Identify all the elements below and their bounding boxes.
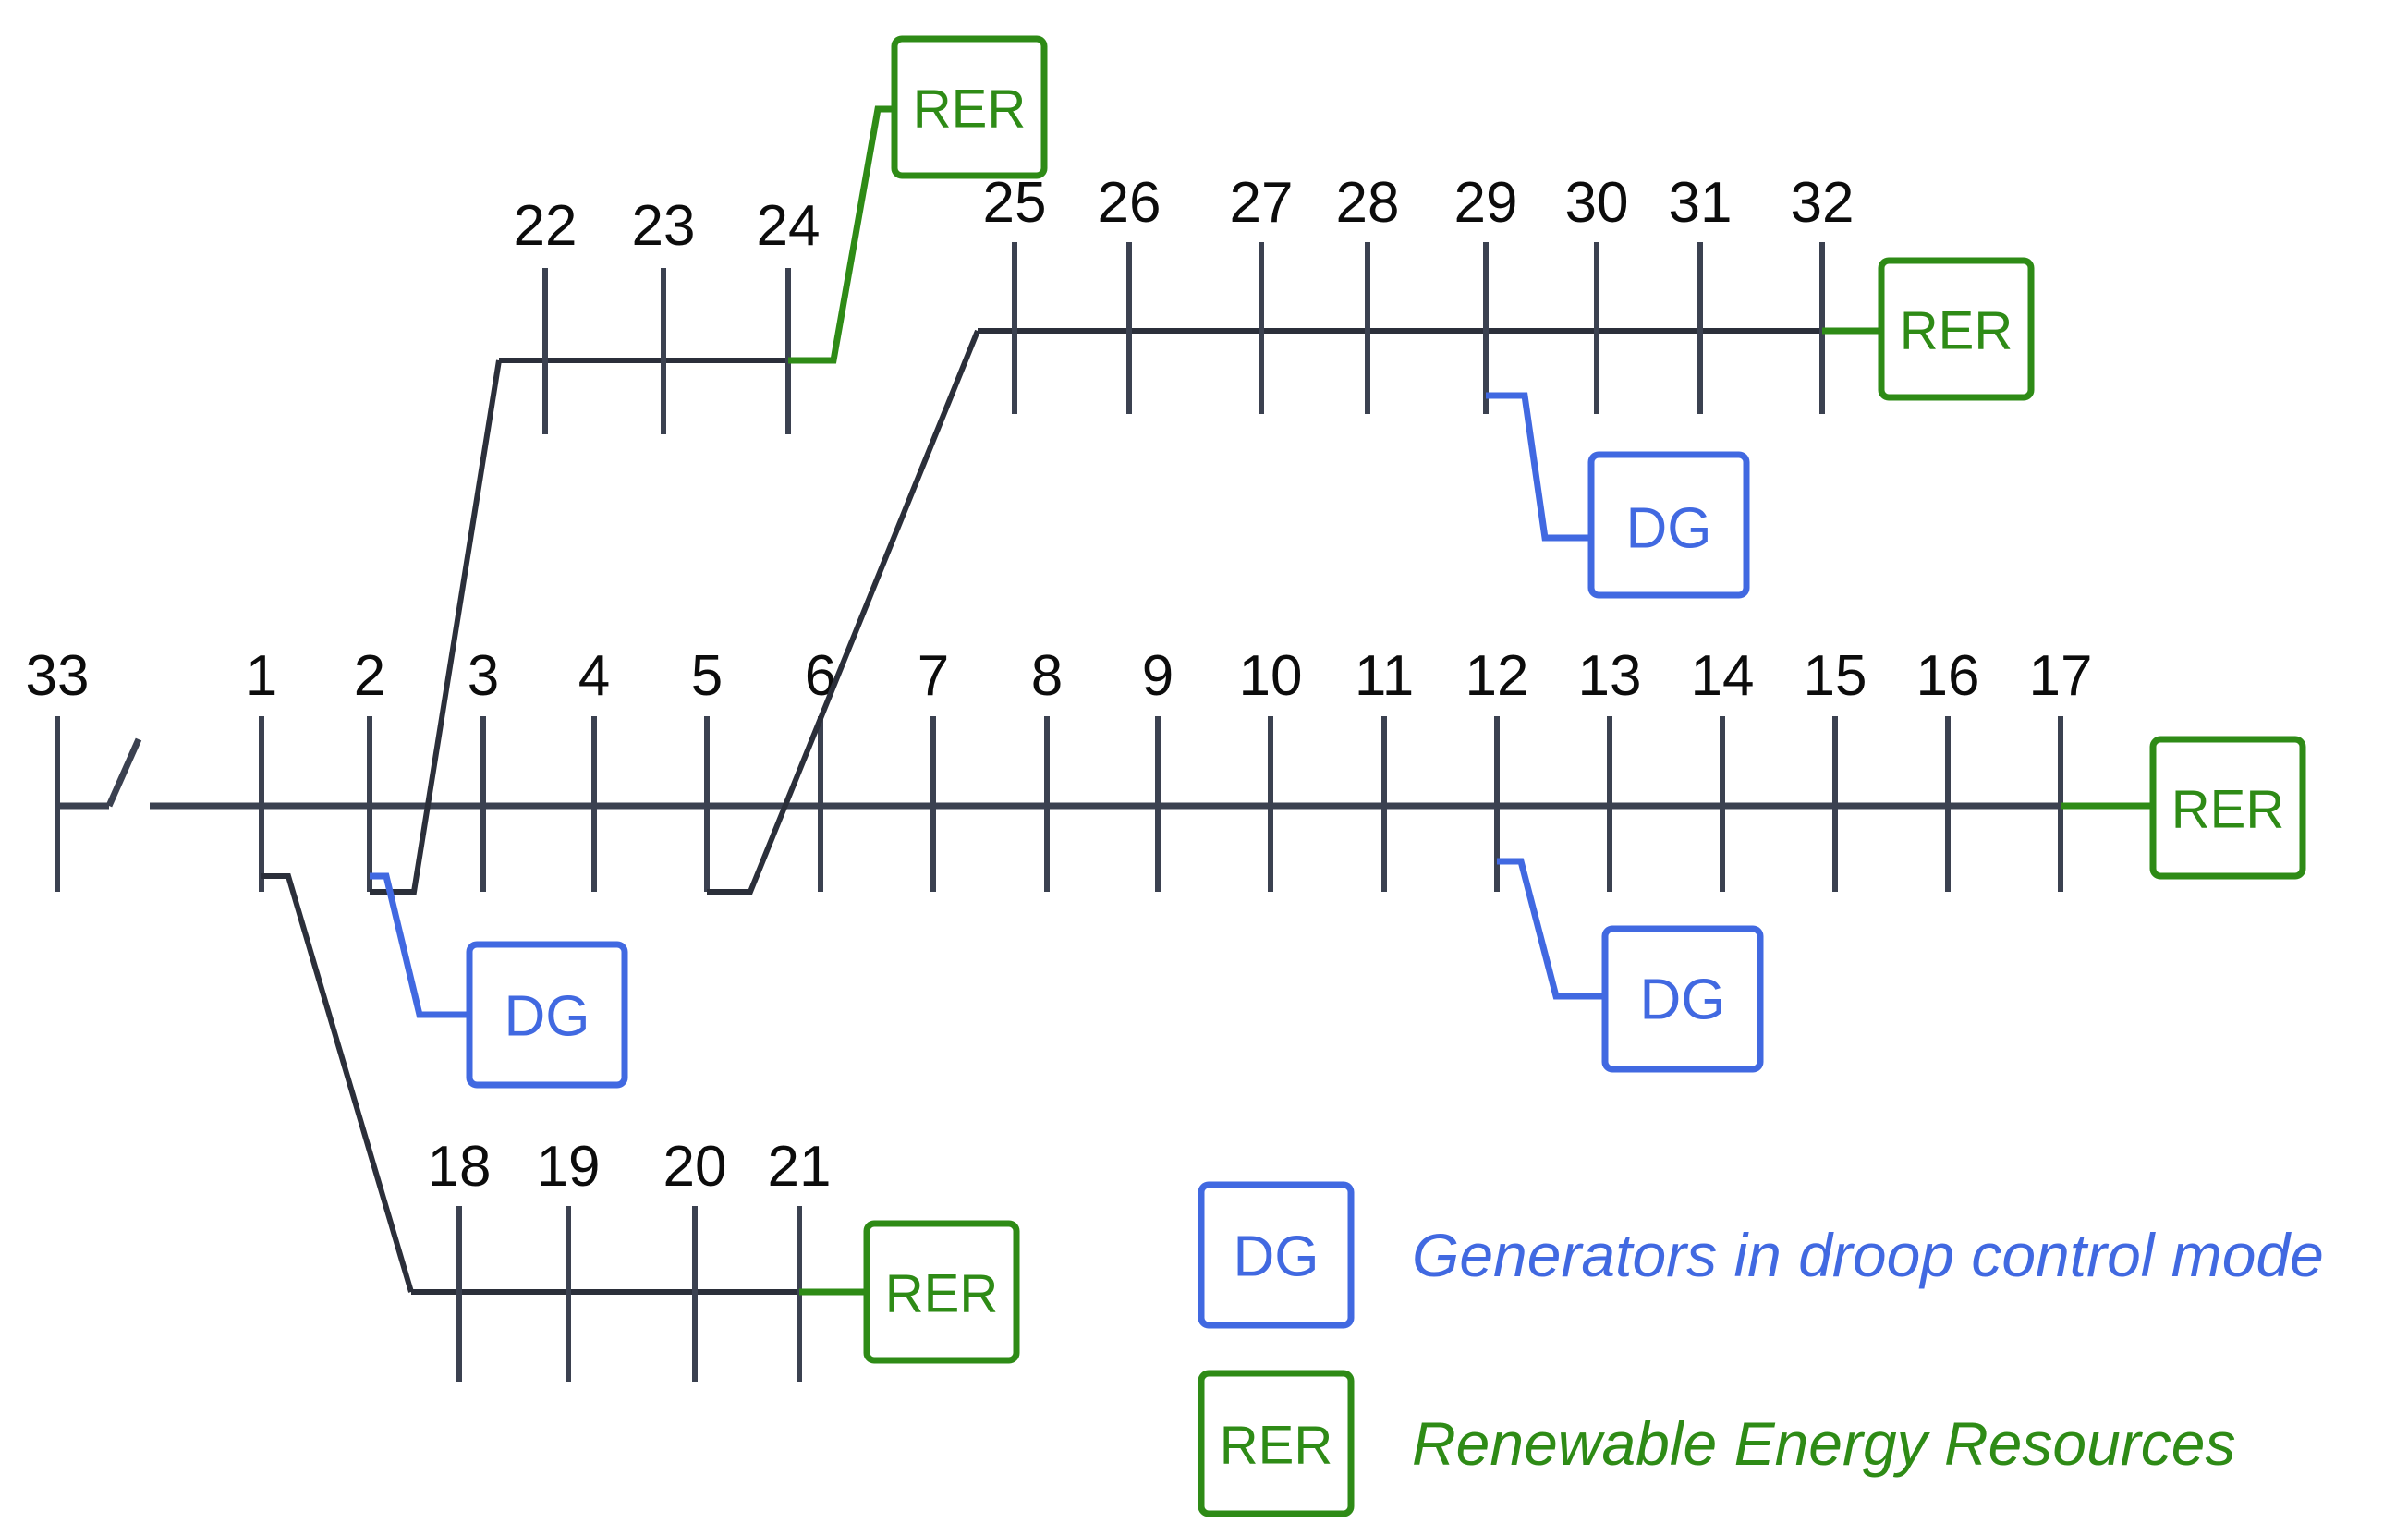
rer-box-branch-24[interactable] [891, 35, 1048, 179]
lateral-line-5-25 [707, 329, 980, 895]
node-label-8: 8 [1031, 644, 1063, 708]
rer-box-branch-21[interactable] [863, 1220, 1020, 1364]
rer-box-label-branch-32: RER [1900, 301, 2013, 361]
dg-box-label-node-12: DG [1640, 969, 1726, 1032]
rer-box-label-main-17: RER [2171, 780, 2284, 840]
legend-rer-symbol: RER [1220, 1416, 1332, 1476]
dg-connector-12 [1497, 858, 1605, 1000]
legend-rer-description: Renewable Energy Resources [1412, 1409, 2235, 1478]
node-label-26: 26 [1098, 171, 1161, 235]
rer-riser-connector-24 [788, 105, 894, 364]
node-label-28: 28 [1336, 171, 1400, 235]
legend-dg-symbol: DG [1234, 1225, 1320, 1289]
legend-item-rer: RER Renewable Energy Resources [1198, 1370, 2235, 1517]
node-label-16: 16 [1916, 644, 1980, 708]
legend-item-dg: DG Generators in droop control mode [1198, 1181, 2324, 1329]
legend-rer-box [1198, 1370, 1355, 1517]
dg-box-node-2[interactable] [466, 941, 628, 1089]
node-label-22: 22 [514, 194, 578, 258]
node-label-32: 32 [1791, 171, 1855, 235]
rer-box-label-branch-24: RER [913, 79, 1026, 140]
node-label-2: 2 [354, 644, 385, 708]
node-label-30: 30 [1565, 171, 1629, 235]
rer-main-17[interactable]: RER [2149, 736, 2306, 880]
rer-branch-24[interactable]: RER [891, 35, 1048, 179]
node-label-21: 21 [768, 1135, 832, 1199]
node-label-11: 11 [1355, 644, 1414, 708]
legend-dg-description: Generators in droop control mode [1412, 1221, 2324, 1289]
node-label-25: 25 [983, 171, 1047, 235]
rer-box-branch-32[interactable] [1878, 257, 2035, 401]
node-label-9: 9 [1142, 644, 1174, 708]
branch-18-21-group: 18 19 20 21 [428, 1135, 867, 1382]
branch-25-32-group: 25 26 27 28 29 30 31 32 [983, 171, 1881, 414]
node-label-3: 3 [468, 644, 499, 708]
dg-box-label-node-2: DG [505, 985, 590, 1049]
dg-box-node-12[interactable] [1601, 925, 1764, 1073]
dg-connector-29 [1486, 392, 1591, 542]
node-label-15: 15 [1804, 644, 1867, 708]
node-label-12: 12 [1465, 644, 1529, 708]
dg-at-node-2[interactable]: DG [370, 872, 628, 1089]
node-label-14: 14 [1691, 644, 1755, 708]
dg-box-node-29[interactable] [1587, 451, 1750, 599]
node-label-19: 19 [537, 1135, 601, 1199]
node-label-4: 4 [578, 644, 610, 708]
lateral-line-1-18 [261, 873, 414, 1293]
node-label-7: 7 [918, 644, 949, 708]
node-label-33: 33 [26, 644, 90, 708]
lateral-node5-to-branch-25-32 [707, 328, 1822, 895]
lateral-node1-to-branch-18-21 [261, 873, 799, 1295]
node-label-5: 5 [691, 644, 723, 708]
node-label-31: 31 [1669, 171, 1733, 235]
dg-at-node-29[interactable]: DG [1486, 392, 1750, 599]
rer-box-label-branch-21: RER [885, 1264, 998, 1324]
node-label-24: 24 [757, 194, 821, 258]
rer-branch-32[interactable]: RER [1878, 257, 2035, 401]
node-label-13: 13 [1578, 644, 1642, 708]
node-label-23: 23 [632, 194, 696, 258]
node-label-18: 18 [428, 1135, 492, 1199]
dg-at-node-12[interactable]: DG [1497, 858, 1764, 1073]
node-label-27: 27 [1230, 171, 1294, 235]
rer-box-main-17[interactable] [2149, 736, 2306, 880]
branch-22-24-group: 22 23 24 [514, 105, 894, 434]
node-label-17: 17 [2029, 644, 2093, 708]
lateral-node2-to-branch-22-24 [370, 358, 827, 895]
dg-connector-2 [370, 872, 469, 1018]
node-label-1: 1 [246, 644, 277, 708]
dg-box-label-node-29: DG [1626, 497, 1712, 561]
legend-dg-box [1198, 1181, 1355, 1329]
rer-branch-21[interactable]: RER [863, 1220, 1020, 1364]
open-switch-blade [105, 737, 142, 808]
legend: DG Generators in droop control mode RER … [1198, 1181, 2324, 1517]
lateral-line-2-22 [370, 359, 502, 895]
main-feeder-group: 33 1 2 3 4 5 6 7 8 9 10 11 12 13 14 15 [26, 644, 2153, 892]
node-label-10: 10 [1239, 644, 1303, 708]
node-label-29: 29 [1454, 171, 1518, 235]
node-label-20: 20 [663, 1135, 727, 1199]
